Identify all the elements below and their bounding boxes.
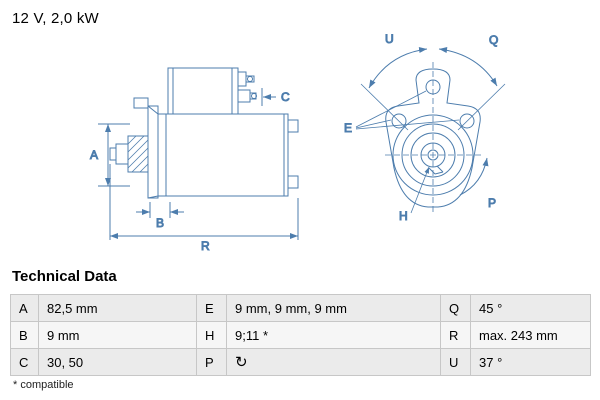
spec-value-r: max. 243 mm (470, 321, 591, 349)
footnote: * compatible (13, 379, 74, 391)
dimension-label-H: H (399, 209, 408, 223)
spec-value-h: 9;11 * (226, 321, 441, 349)
spec-key-a: A (10, 294, 39, 322)
page-title: 12 V, 2,0 kW (12, 10, 99, 27)
spec-value-a: 82,5 mm (38, 294, 197, 322)
spec-value-u: 37 ° (470, 348, 591, 376)
spec-value-q: 45 ° (470, 294, 591, 322)
spec-value-b: 9 mm (38, 321, 197, 349)
spec-key-q: Q (440, 294, 471, 322)
spec-key-u: U (440, 348, 471, 376)
dimension-label-A: A (90, 148, 98, 162)
spec-key-h: H (196, 321, 227, 349)
dimension-label-Q: Q (489, 33, 498, 47)
technical-data-heading: Technical Data (12, 268, 117, 285)
dimension-label-E: E (344, 121, 352, 135)
spec-key-b: B (10, 321, 39, 349)
spec-key-e: E (196, 294, 227, 322)
table-row: B 9 mm H 9;11 * R max. 243 mm (10, 321, 591, 349)
table-row: A 82,5 mm E 9 mm, 9 mm, 9 mm Q 45 ° (10, 294, 591, 322)
dimension-label-U: U (385, 32, 394, 46)
front-view-drawing: U Q E H P (344, 32, 506, 224)
spec-key-p: P (196, 348, 227, 376)
dimension-label-P: P (488, 196, 496, 210)
technical-data-table: A 82,5 mm E 9 mm, 9 mm, 9 mm Q 45 ° B 9 … (10, 294, 591, 376)
side-view-drawing: C A B R (90, 67, 299, 254)
spec-key-r: R (440, 321, 471, 349)
dimension-label-B: B (156, 216, 164, 230)
spec-value-e: 9 mm, 9 mm, 9 mm (226, 294, 441, 322)
dimension-label-R: R (201, 239, 210, 253)
table-row: C 30, 50 P ↻ U 37 ° (10, 348, 591, 376)
spec-key-c: C (10, 348, 39, 376)
dimension-label-C: C (281, 90, 290, 104)
spec-value-c: 30, 50 (38, 348, 197, 376)
rotation-direction-icon: ↻ (226, 348, 441, 376)
technical-drawing: C A B R (90, 32, 506, 254)
